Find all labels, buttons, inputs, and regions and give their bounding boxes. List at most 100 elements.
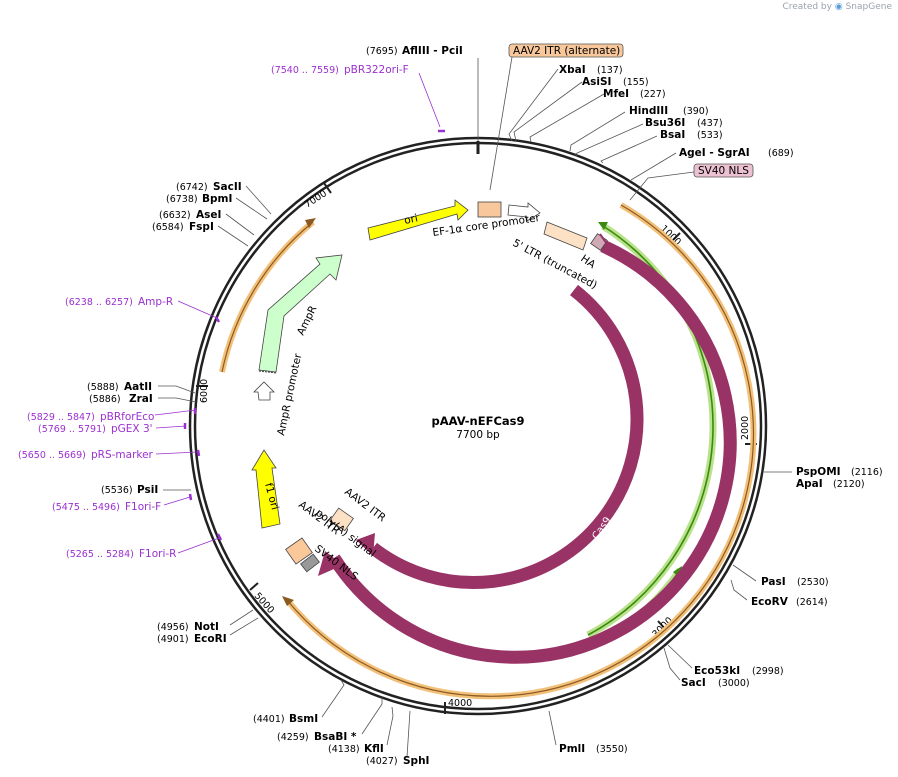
created-by-text: Created by	[782, 2, 832, 12]
orange-band-2-arrowhead	[305, 218, 316, 228]
primer-name: F1ori-F	[125, 501, 161, 513]
sv40-nls-box-label: SV40 NLS	[698, 165, 749, 177]
primer-leader-lines	[154, 72, 441, 554]
green-feature-band[interactable]	[586, 223, 717, 639]
enzyme-pos: (4901)	[157, 634, 189, 645]
leader-line	[663, 647, 681, 681]
aav2-itr-outer[interactable]	[300, 553, 320, 573]
orange-feature-band-line	[286, 204, 754, 697]
leader-line	[730, 579, 748, 601]
primer-range: (5475 .. 5496)	[52, 502, 120, 513]
ha-marker	[599, 233, 608, 245]
enzyme-pos: (3550)	[596, 744, 628, 755]
enzyme-pos: (155)	[623, 77, 649, 88]
primer-name: pRS-marker	[91, 449, 154, 461]
cas9-inner-arc[interactable]	[369, 284, 644, 589]
enzyme-name: HindIII	[629, 105, 668, 117]
leader-line	[732, 564, 757, 582]
enzyme-name: XbaI	[559, 64, 586, 76]
orange-feature-band[interactable]	[284, 202, 757, 700]
leader-line	[158, 397, 197, 403]
leader-line	[235, 197, 268, 220]
primer-mark	[196, 449, 201, 457]
enzyme-name: BsaI	[660, 129, 685, 141]
enzyme-name: PmlI	[559, 743, 585, 755]
plasmid-name: pAAV-nEFCas9	[431, 414, 524, 428]
enzyme-name: AseI	[196, 209, 221, 221]
enzyme-pos: (7695)	[366, 46, 398, 57]
ampr-promoter-arrow[interactable]	[253, 381, 275, 401]
cas9-outer-arc[interactable]	[328, 240, 737, 664]
primer-name: Amp-R	[138, 296, 173, 308]
primer-leader	[163, 496, 191, 506]
enzyme-pos: (5886)	[89, 394, 121, 405]
cas9-inner-arrowhead	[356, 533, 375, 556]
f1-ori-feature[interactable]	[251, 449, 281, 529]
primer-leader	[155, 451, 199, 455]
enzyme-name: ZraI	[129, 393, 153, 405]
enzyme-name: SacII	[213, 181, 242, 193]
ampr-feature[interactable]	[258, 254, 343, 373]
primer-name: pBRforEco	[100, 411, 154, 423]
tick-mark	[323, 182, 332, 194]
enzyme-name: AgeI - SgrAI	[679, 147, 750, 159]
enzyme-name: NotI	[194, 621, 219, 633]
aav2-itr-inner[interactable]	[329, 507, 354, 532]
primer-mark	[216, 533, 223, 541]
primer-range: (5650 .. 5669)	[18, 450, 86, 461]
sv40-nls-label: SV40 NLS	[312, 543, 360, 583]
leader-line	[361, 697, 383, 735]
ori-feature[interactable]	[367, 199, 469, 241]
leader-line	[667, 644, 693, 669]
leader-line	[386, 706, 394, 746]
enzyme-pos: (689)	[768, 148, 794, 159]
orange-feature-band-2-line	[221, 221, 314, 373]
enzyme-pos: (437)	[697, 118, 723, 129]
ori-label: ori	[403, 212, 419, 227]
primer-range: (5769 .. 5791)	[38, 424, 106, 435]
enzyme-pos: (390)	[683, 106, 709, 117]
ampr-promoter-label: AmpR promoter	[275, 352, 304, 437]
enzyme-pos: (533)	[697, 130, 723, 141]
snapgene-brand-text: SnapGene	[845, 2, 892, 12]
enzyme-pos: (2120)	[833, 479, 865, 490]
enzyme-pos: (4401)	[253, 714, 285, 725]
ltr-5-feature[interactable]	[543, 221, 588, 251]
leader-line	[225, 213, 255, 236]
enzyme-name: MfeI	[603, 88, 629, 100]
leader-line	[508, 68, 559, 142]
primer-mark	[214, 316, 221, 323]
primer-leader	[418, 72, 441, 128]
enzyme-name: FspI	[189, 221, 214, 233]
enzyme-name: AatII	[124, 381, 152, 393]
leader-line	[321, 679, 345, 718]
leader-line	[513, 81, 583, 142]
enzyme-pos: (4027)	[366, 756, 398, 767]
primer-mark	[188, 493, 193, 501]
enzyme-name: EcoRV	[751, 596, 789, 608]
leader-line	[569, 111, 626, 152]
leader-line	[630, 152, 677, 181]
orange-band-arrowhead	[282, 596, 294, 606]
primer-range: (5265 .. 5284)	[66, 549, 134, 560]
enzyme-pos: (2998)	[752, 666, 784, 677]
aav2-itr-alternate-box[interactable]	[508, 43, 624, 58]
leader-line	[229, 617, 259, 636]
enzyme-name: ApaI	[796, 478, 823, 490]
polya-signal[interactable]	[285, 537, 313, 565]
primer-leader	[154, 409, 197, 416]
ef1a-core-promoter-arrow[interactable]	[507, 202, 541, 222]
enzyme-name: KflI	[364, 743, 384, 755]
ef1a-block[interactable]	[477, 201, 502, 218]
cas9-outer-arrowhead	[318, 551, 343, 576]
plasmid-size: 7700 bp	[456, 429, 500, 441]
leader-line	[574, 123, 644, 157]
sv40-nls-box[interactable]	[693, 163, 754, 178]
enzyme-name: AsiSI	[582, 76, 611, 88]
leader-line	[548, 710, 557, 746]
primer-range: (7540 .. 7559)	[271, 65, 339, 76]
enzyme-pos: (4259)	[277, 732, 309, 743]
enzyme-pos: (6742)	[176, 182, 208, 193]
